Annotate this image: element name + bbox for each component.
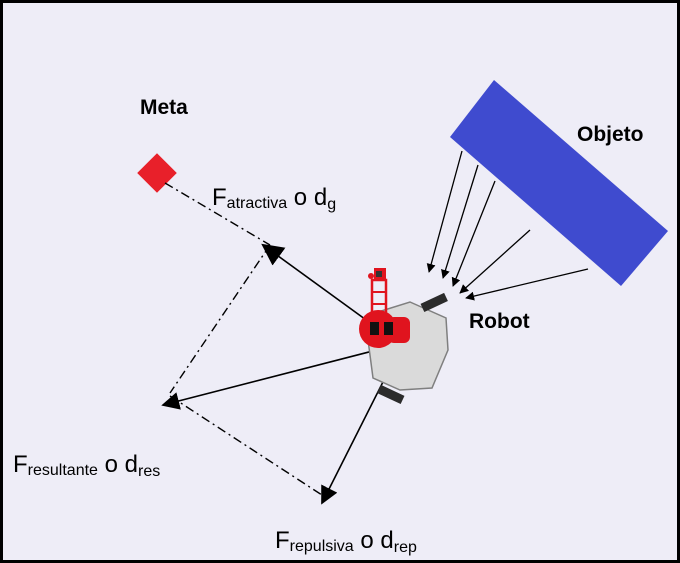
robot (359, 268, 449, 405)
attractive-force-label: Fatractiva o dg (212, 184, 336, 213)
attractive-force-arrow (261, 243, 381, 331)
robot-label: Robot (469, 310, 530, 333)
force-parallelogram (164, 182, 326, 498)
object-label: Objeto (577, 123, 644, 146)
goal-label: Meta (140, 96, 188, 119)
repulsive-force-label: Frepulsiva o drep (275, 527, 417, 556)
robot-arm-joint (388, 317, 410, 343)
robot-wheel-top (420, 292, 448, 313)
resultant-force-arrow (161, 343, 401, 410)
goal-marker (137, 153, 177, 193)
repulsion-rays (426, 150, 589, 301)
resultant-force-label: Fresultante o dres (13, 451, 160, 480)
object-obstacle (450, 80, 668, 286)
robot-wheel-bottom (377, 384, 405, 405)
